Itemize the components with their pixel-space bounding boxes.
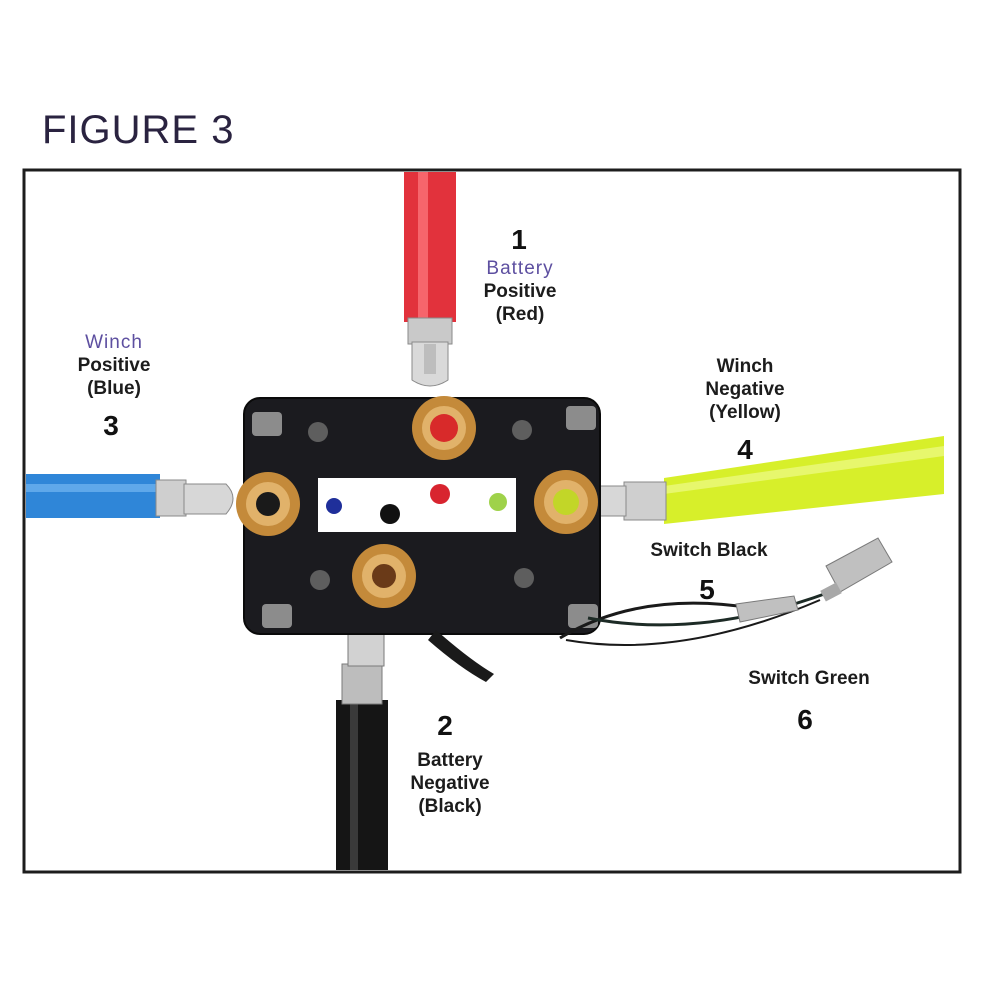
terminal-2-line3: (Black) xyxy=(418,795,482,817)
terminal-3-line2: Positive xyxy=(77,354,151,376)
terminal-stud-blue xyxy=(236,472,300,536)
terminal-4-label: Winch Negative (Yellow) xyxy=(670,356,820,424)
terminal-2-line2: Negative xyxy=(410,772,490,794)
terminal-stud-black xyxy=(352,544,416,608)
black-indicator-dot xyxy=(380,504,400,524)
terminal-4-number: 4 xyxy=(737,434,753,465)
green-indicator-dot xyxy=(489,493,507,511)
figure-title: FIGURE 3 xyxy=(42,108,235,152)
terminal-2-label: Battery Negative (Black) xyxy=(380,750,520,818)
blue-indicator-dot xyxy=(326,498,342,514)
terminal-2-number: 2 xyxy=(437,710,453,741)
terminal-1-number: 1 xyxy=(511,224,527,255)
terminal-2-line1: Battery xyxy=(417,750,483,771)
red-battery-positive-cable xyxy=(404,172,456,387)
terminal-4-line3: (Yellow) xyxy=(709,401,781,423)
terminal-1-line1: Battery xyxy=(486,258,554,279)
terminal-4-line2: Negative xyxy=(705,378,785,400)
red-indicator-dot xyxy=(430,484,450,504)
terminal-stud-yellow xyxy=(534,470,598,534)
terminal-3-label: Winch Positive (Blue) xyxy=(44,332,184,400)
blue-winch-positive-cable xyxy=(26,474,234,518)
terminal-5-label: Switch Black xyxy=(650,540,768,561)
terminal-3-line1: Winch xyxy=(85,332,143,353)
terminal-1-line2: Positive xyxy=(483,280,557,302)
terminal-4-line1: Winch xyxy=(716,356,774,377)
terminal-6-number: 6 xyxy=(797,704,813,735)
terminal-stud-red xyxy=(412,396,476,460)
terminal-3-number: 3 xyxy=(103,410,119,441)
black-battery-negative-cable xyxy=(336,623,388,870)
switch-wires xyxy=(428,537,893,682)
terminal-1-label: Battery Positive (Red) xyxy=(450,258,590,326)
terminal-1-line3: (Red) xyxy=(495,303,545,325)
terminal-5-number: 5 xyxy=(699,574,715,605)
terminal-3-line3: (Blue) xyxy=(87,377,141,399)
terminal-6-label: Switch Green xyxy=(748,668,870,689)
